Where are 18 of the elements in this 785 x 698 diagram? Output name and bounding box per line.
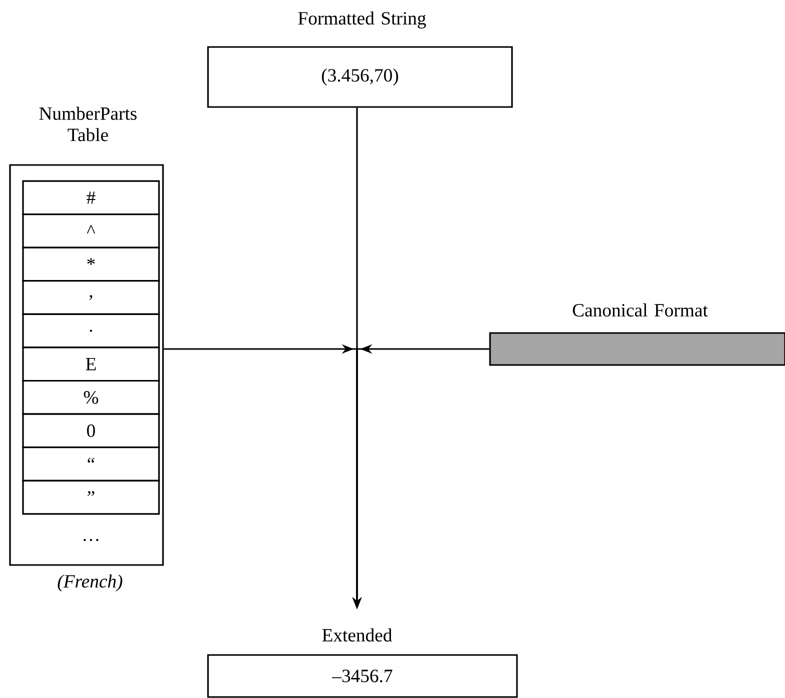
output-box: –3456.7 [207,654,518,698]
heading: Extended [322,628,392,642]
table-cell: E [22,346,160,382]
table-cell: “ [22,446,160,482]
output-box: (3.456,70) [207,46,513,108]
table-cell: 0 [22,413,160,448]
node-label: (French) [58,574,122,592]
table-cell: . [22,313,160,348]
table-cell: , [22,280,160,315]
heading: Formatted String [298,12,426,28]
ellipsis: … [84,538,98,542]
table-cell: ” [22,480,160,515]
table-cell: * [22,246,160,282]
table-cell: % [22,380,160,415]
heading: NumberParts Table [39,106,137,142]
table-cell: # [22,180,160,216]
table-cell: ^ [22,214,160,248]
heading: Canonical Format [572,303,708,317]
